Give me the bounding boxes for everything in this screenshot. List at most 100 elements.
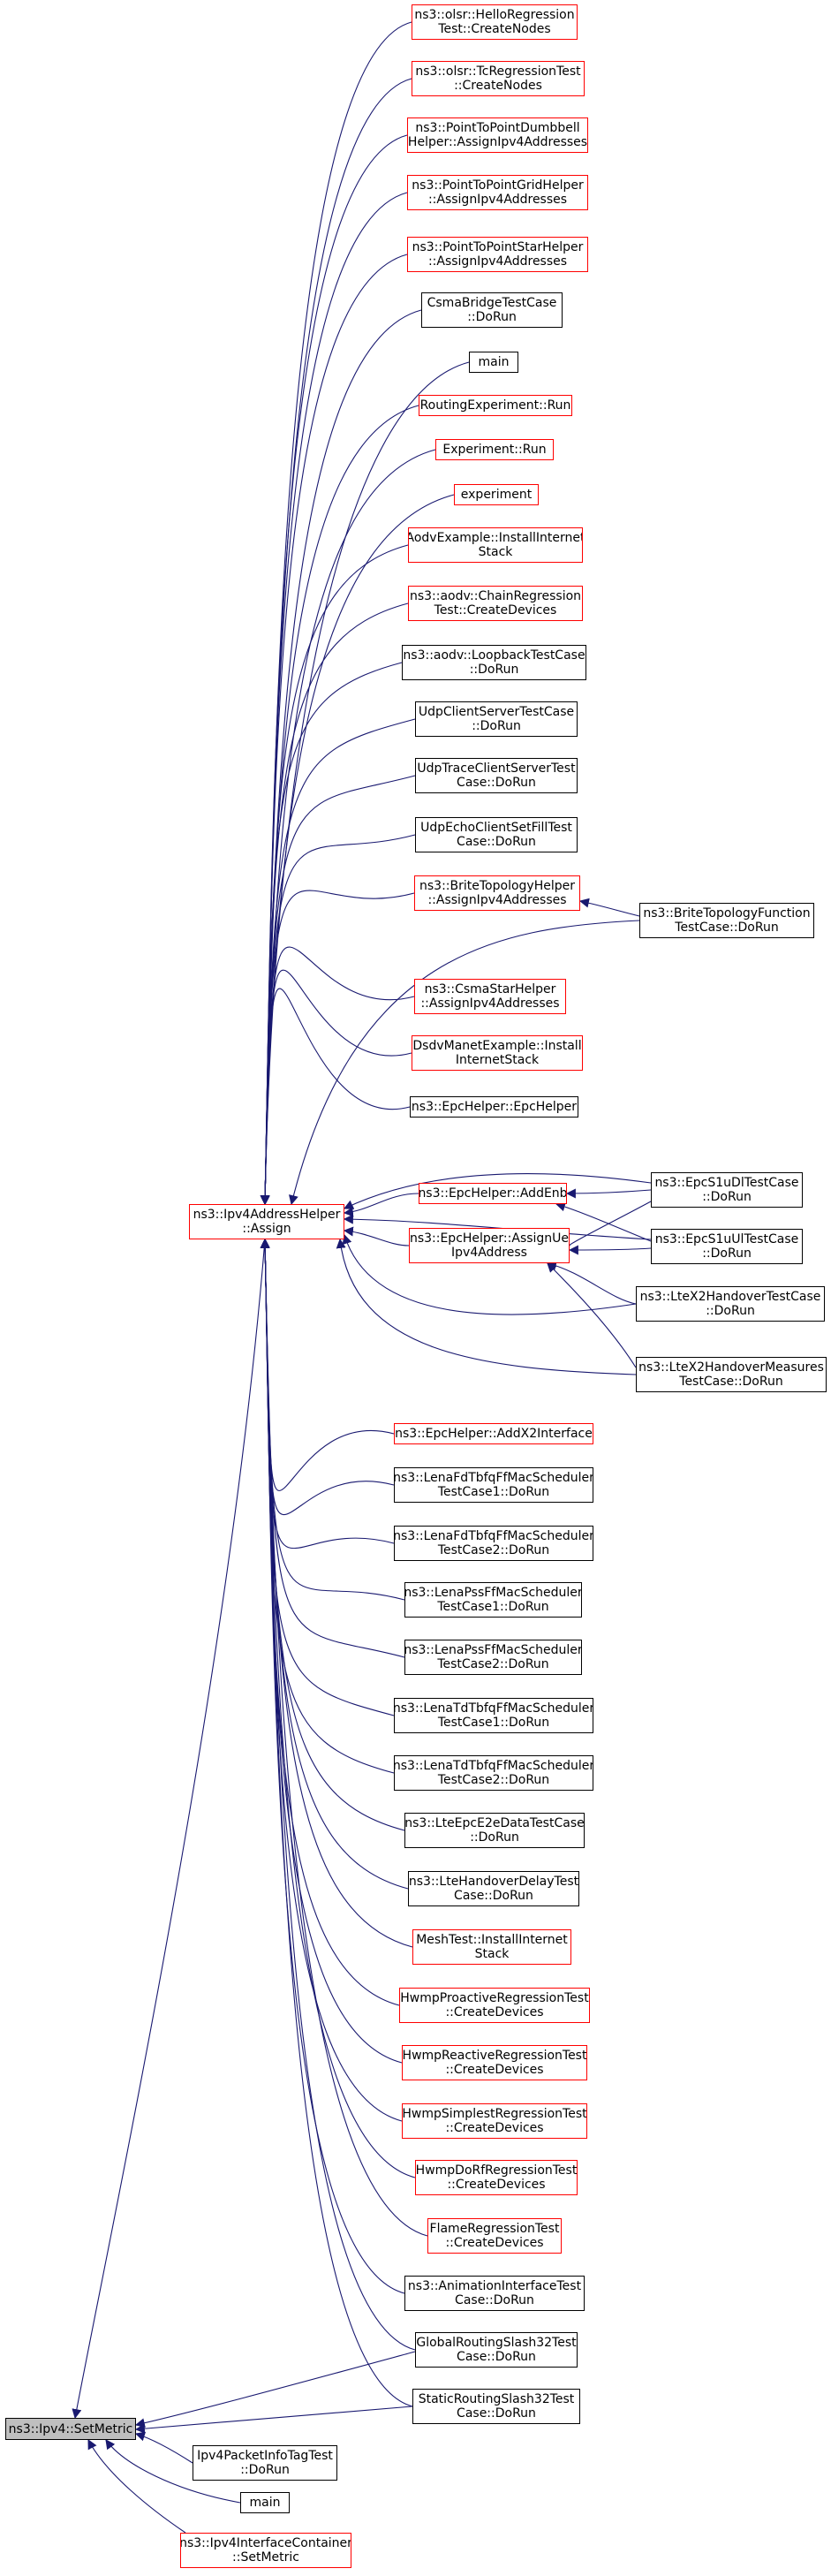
node-label-line2: Stack: [474, 1947, 510, 1961]
node-csma-bridge-testcase[interactable]: CsmaBridgeTestCase ::DoRun: [421, 292, 563, 328]
node-hwmp-dorf-regression[interactable]: HwmpDoRfRegressionTest ::CreateDevices: [415, 2160, 578, 2195]
node-lena-fdtbfq-testcase2[interactable]: ns3::LenaFdTbfqFfMacScheduler TestCase2:…: [394, 1526, 593, 1561]
node-label-line2: TestCase2::DoRun: [437, 1657, 549, 1671]
node-experiment-run[interactable]: Experiment::Run: [435, 439, 554, 460]
edge-brite-func-to-brite-helper: [578, 898, 640, 917]
node-label-line2: ::CreateDevices: [447, 2178, 546, 2192]
edge-assign-to-setmetric: [72, 1239, 266, 2420]
node-epc-s1u-ul-testcase[interactable]: ns3::EpcS1uUlTestCase ::DoRun: [651, 1229, 803, 1264]
node-olsr-tc-regression[interactable]: ns3::olsr::TcRegressionTest ::CreateNode…: [412, 61, 585, 96]
node-ipv4-interface-container-setmetric[interactable]: ns3::Ipv4InterfaceContainer ::SetMetric: [180, 2533, 351, 2568]
node-label-line2: ::DoRun: [469, 663, 519, 677]
node-label-line2: Case::DoRun: [457, 835, 536, 849]
edge-ltex2-measures-to-assign: [336, 1238, 637, 1375]
node-label: ns3::EpcHelper::EpcHelper: [411, 1100, 578, 1114]
node-label-line2: TestCase1::DoRun: [437, 1485, 550, 1499]
node-label-line2: ::DoRun: [702, 1190, 752, 1204]
node-udp-trace-client-server-test[interactable]: UdpTraceClientServerTest Case::DoRun: [415, 758, 578, 793]
node-label-line1: HwmpProactiveRegressionTest: [400, 1991, 589, 2005]
node-lte-epc-e2e-data-testcase[interactable]: ns3::LteEpcE2eDataTestCase ::DoRun: [404, 1813, 585, 1848]
node-main[interactable]: main: [469, 352, 518, 373]
node-ipv4-packetinfo-tag-test[interactable]: Ipv4PacketInfoTagTest ::DoRun: [193, 2445, 337, 2481]
edge-routing-exp-to-assign: [260, 405, 419, 1206]
node-brite-topology-function-testcase[interactable]: ns3::BriteTopologyFunction TestCase::DoR…: [639, 903, 814, 938]
node-label-line2: ::AssignIpv4Addresses: [420, 996, 560, 1011]
edge-lena-tdtbfq1-to-assign: [260, 1238, 395, 1716]
node-lena-tdtbfq-testcase1[interactable]: ns3::LenaTdTbfqFfMacScheduler TestCase1:…: [394, 1698, 593, 1733]
node-label-line2: ::SetMetric: [232, 2550, 299, 2565]
node-global-routing-slash32-test[interactable]: GlobalRoutingSlash32Test Case::DoRun: [415, 2332, 578, 2368]
node-setmetric[interactable]: ns3::Ipv4::SetMetric: [5, 2418, 136, 2440]
edge-s1u-dl-to-addenb: [565, 1188, 652, 1199]
node-label-line1: HwmpSimplestRegressionTest: [402, 2107, 587, 2121]
node-label-line1: MeshTest::InstallInternet: [416, 1933, 568, 1947]
node-routing-experiment-run[interactable]: RoutingExperiment::Run: [419, 395, 572, 416]
edge-p2p-dumbbell-to-assign: [260, 134, 408, 1206]
node-label-line1: ns3::LenaFdTbfqFfMacScheduler: [394, 1471, 593, 1485]
edge-lena-fdtbfq1-to-assign: [260, 1238, 395, 1516]
node-aodv-example-install[interactable]: AodvExample::InstallInternet Stack: [408, 527, 583, 563]
node-label-line2: Stack: [478, 545, 513, 559]
node-hwmp-proactive-regression[interactable]: HwmpProactiveRegressionTest ::CreateDevi…: [399, 1988, 590, 2023]
node-ltex2-handover-measures-testcase[interactable]: ns3::LteX2HandoverMeasures TestCase::DoR…: [636, 1357, 827, 1392]
node-experiment[interactable]: experiment: [454, 484, 539, 505]
edge-epc-helper-to-assign: [260, 988, 411, 1206]
node-lte-handover-delay-test[interactable]: ns3::LteHandoverDelayTest Case::DoRun: [408, 1871, 579, 1906]
node-label: ns3::EpcHelper::AddEnb: [419, 1186, 567, 1201]
node-ipv4addresshelper-assign[interactable]: ns3::Ipv4AddressHelper ::Assign: [189, 1204, 344, 1239]
node-label-line2: Test::CreateNodes: [438, 22, 551, 36]
node-static-routing-slash32-test[interactable]: StaticRoutingSlash32Test Case::DoRun: [412, 2389, 580, 2424]
node-p2p-dumbbell-helper[interactable]: ns3::PointToPointDumbbell Helper::Assign…: [407, 117, 588, 153]
edge-packetinfo-to-setmetric: [134, 2431, 193, 2464]
node-hwmp-reactive-regression[interactable]: HwmpReactiveRegressionTest ::CreateDevic…: [402, 2045, 587, 2080]
node-label-line2: ::CreateNodes: [454, 79, 542, 93]
node-label-line1: ns3::EpcS1uDlTestCase: [654, 1176, 799, 1190]
node-epc-s1u-dl-testcase[interactable]: ns3::EpcS1uDlTestCase ::DoRun: [651, 1172, 803, 1208]
node-label-line2: TestCase::DoRun: [675, 921, 779, 935]
node-label: RoutingExperiment::Run: [419, 398, 571, 413]
node-label-line2: Test::CreateDevices: [434, 603, 557, 617]
node-label-line1: UdpClientServerTestCase: [418, 705, 575, 719]
node-udp-echo-client-setfill-test[interactable]: UdpEchoClientSetFillTest Case::DoRun: [415, 817, 578, 852]
node-main-2[interactable]: main: [240, 2492, 290, 2513]
node-label-line2: TestCase::DoRun: [679, 1375, 783, 1389]
node-csma-star-helper[interactable]: ns3::CsmaStarHelper ::AssignIpv4Addresse…: [414, 979, 566, 1014]
edge-s1u-dl-to-assign: [344, 1172, 652, 1209]
edge-mesh-test-to-assign: [260, 1238, 413, 1948]
node-label: ns3::Ipv4::SetMetric: [8, 2421, 133, 2436]
node-lena-tdtbfq-testcase2[interactable]: ns3::LenaTdTbfqFfMacScheduler TestCase2:…: [394, 1755, 593, 1791]
node-aodv-chain-regression[interactable]: ns3::aodv::ChainRegression Test::CreateD…: [408, 586, 583, 621]
node-p2p-star-helper[interactable]: ns3::PointToPointStarHelper ::AssignIpv4…: [407, 237, 588, 272]
edge-global-routing-to-setmetric: [134, 2351, 416, 2428]
node-epc-helper-addx2interface[interactable]: ns3::EpcHelper::AddX2Interface: [394, 1423, 593, 1444]
node-label-line1: ns3::Ipv4AddressHelper: [193, 1208, 341, 1222]
node-lena-pss-testcase2[interactable]: ns3::LenaPssFfMacScheduler TestCase2::Do…: [404, 1640, 582, 1675]
node-label-line1: ns3::PointToPointStarHelper: [412, 240, 584, 254]
node-aodv-loopback-testcase[interactable]: ns3::aodv::LoopbackTestCase ::DoRun: [402, 645, 586, 680]
node-label-line2: TestCase2::DoRun: [437, 1773, 550, 1787]
node-mesh-test-install[interactable]: MeshTest::InstallInternet Stack: [412, 1929, 571, 1965]
node-label-line2: Ipv4Address: [451, 1246, 527, 1260]
node-flame-regression[interactable]: FlameRegressionTest ::CreateDevices: [427, 2218, 562, 2254]
node-label-line2: Case::DoRun: [454, 1889, 533, 1903]
node-lena-fdtbfq-testcase1[interactable]: ns3::LenaFdTbfqFfMacScheduler TestCase1:…: [394, 1467, 593, 1503]
node-brite-topology-helper[interactable]: ns3::BriteTopologyHelper ::AssignIpv4Add…: [414, 875, 580, 911]
node-epc-helper-addenb[interactable]: ns3::EpcHelper::AddEnb: [419, 1183, 567, 1204]
node-animation-interface-test[interactable]: ns3::AnimationInterfaceTest Case::DoRun: [404, 2276, 585, 2311]
node-lena-pss-testcase1[interactable]: ns3::LenaPssFfMacScheduler TestCase1::Do…: [404, 1582, 582, 1618]
node-dsdv-manet-example[interactable]: DsdvManetExample::Install InternetStack: [412, 1035, 583, 1071]
node-p2p-grid-helper[interactable]: ns3::PointToPointGridHelper ::AssignIpv4…: [407, 175, 588, 210]
node-label: ns3::EpcHelper::AddX2Interface: [395, 1427, 593, 1441]
node-ltex2-handover-testcase[interactable]: ns3::LteX2HandoverTestCase ::DoRun: [636, 1286, 825, 1322]
node-label-line2: ::DoRun: [467, 310, 517, 324]
edge-addenb-to-assign: [343, 1193, 419, 1217]
edge-experiment-to-assign: [260, 494, 455, 1206]
node-hwmp-simplest-regression[interactable]: HwmpSimplestRegressionTest ::CreateDevic…: [402, 2103, 587, 2139]
node-udp-client-server-testcase[interactable]: UdpClientServerTestCase ::DoRun: [415, 701, 578, 737]
node-epc-helper-constructor[interactable]: ns3::EpcHelper::EpcHelper: [410, 1096, 578, 1118]
edge-lena-pss2-to-assign: [260, 1238, 405, 1658]
node-olsr-hello-regression[interactable]: ns3::olsr::HelloRegression Test::CreateN…: [412, 4, 578, 40]
node-epc-helper-assignue[interactable]: ns3::EpcHelper::AssignUe Ipv4Address: [409, 1228, 570, 1263]
node-label-line2: Helper::AssignIpv4Addresses: [407, 135, 588, 149]
